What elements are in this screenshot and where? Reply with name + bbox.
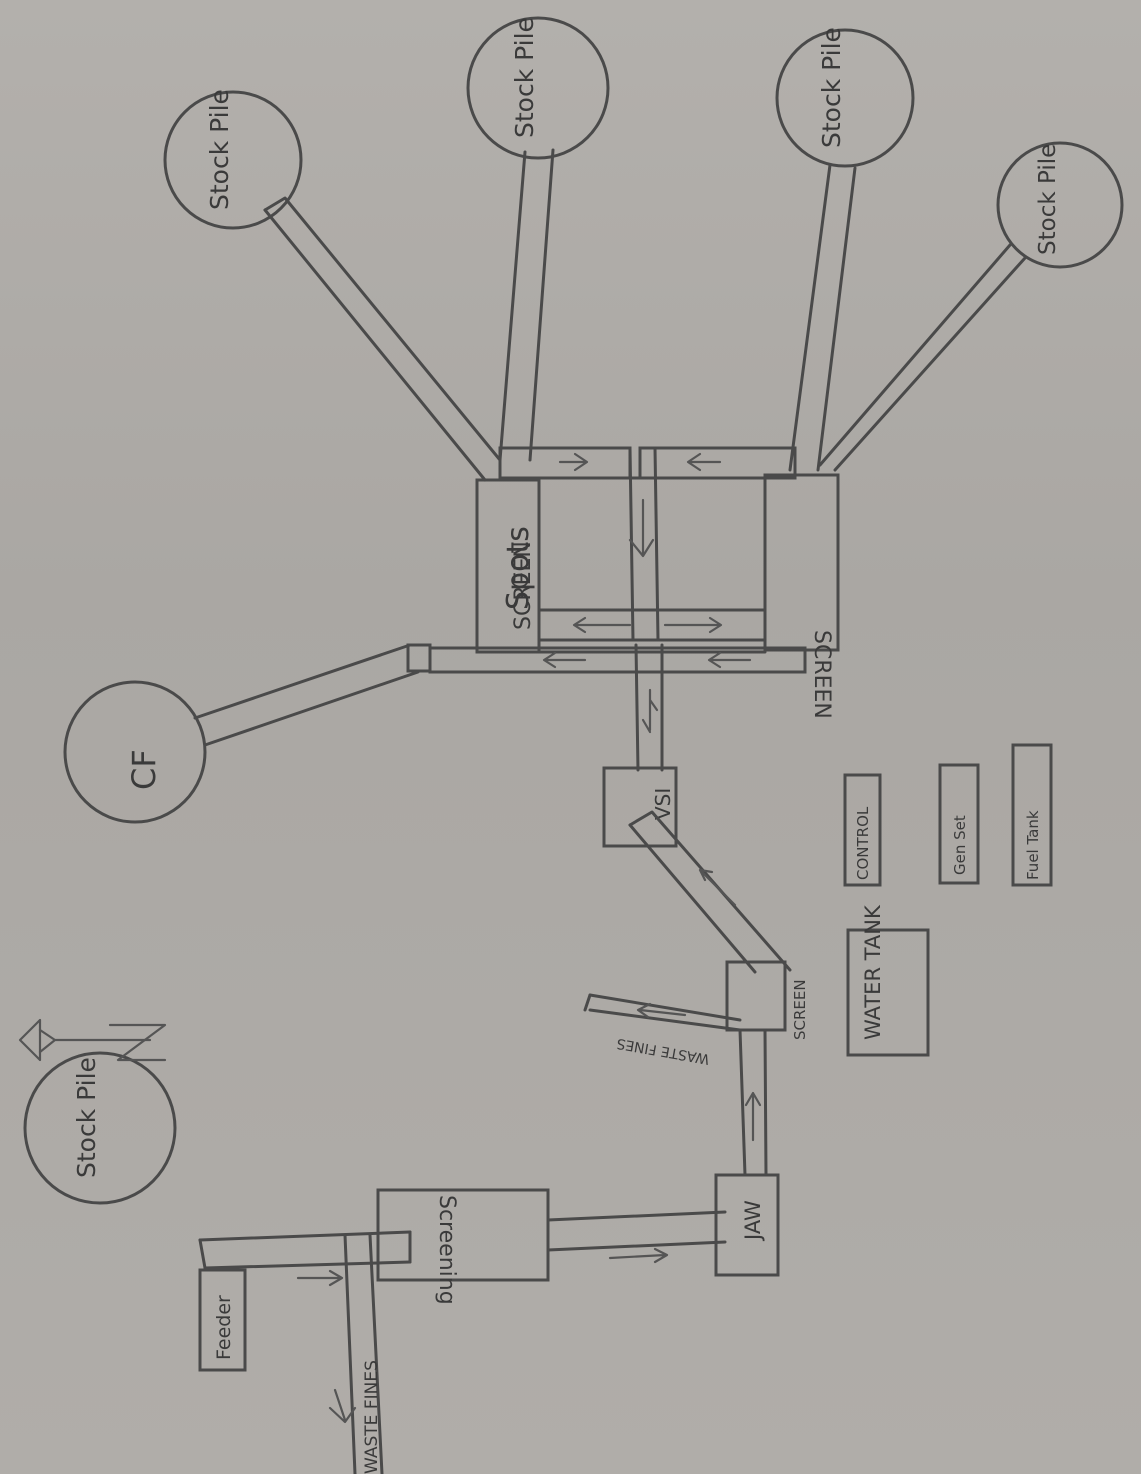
- cf-label: CF: [125, 749, 163, 790]
- water-tank-label: WATER TANK: [861, 904, 885, 1040]
- double-arrow-icon: [18, 1018, 167, 1062]
- screening-label: Screening: [434, 1195, 459, 1305]
- spots-label: Spots: [501, 526, 536, 610]
- small-screen-label: SCREEN: [791, 979, 809, 1040]
- screen-left-label: SCREEN: [511, 541, 536, 630]
- conveyor-to-stock-pile-2: [498, 148, 555, 462]
- conveyor-screen-to-vsi: [628, 810, 792, 974]
- conveyor-feeder-to-screening: [198, 1230, 412, 1287]
- main-screen-block: SCREEN SCREEN: [428, 446, 840, 719]
- control-room: CONTROL: [843, 773, 882, 887]
- stock-pile-3-label: Stock Pile: [817, 27, 846, 148]
- stock-pile-2: Stock Pile: [466, 16, 610, 160]
- conveyor-to-stock-pile-1: [263, 196, 502, 482]
- feeder-label: Feeder: [213, 1295, 235, 1360]
- jaw-crusher: JAW: [714, 1173, 780, 1277]
- conveyor-to-stock-pile-4: [818, 243, 1027, 472]
- waste-fines-upper-label: WASTE FINES: [615, 1035, 710, 1067]
- stock-pile-4-label: Stock Pile: [1035, 144, 1061, 255]
- fuel-tank: Fuel Tank: [1011, 743, 1053, 887]
- stock-pile-4: Stock Pile: [996, 141, 1124, 269]
- water-tank: WATER TANK: [846, 904, 930, 1057]
- small-screen: SCREEN: [725, 960, 809, 1040]
- waste-fines-lower-label: WASTE FINES: [362, 1360, 382, 1474]
- cf-unit: CF: [63, 680, 207, 824]
- feed-conveyor-to-screens: [634, 643, 664, 772]
- gen-set-label: Gen Set: [951, 815, 969, 875]
- conveyor-to-cf: [193, 643, 432, 747]
- conveyor-to-stock-pile-3: [788, 163, 857, 472]
- stock-pile-5: Stock Pile: [23, 1051, 177, 1205]
- stock-pile-2-label: Stock Pile: [510, 17, 539, 138]
- feeder: Feeder: [198, 1268, 247, 1372]
- stock-pile-3: Stock Pile: [775, 27, 915, 168]
- jaw-label: JAW: [741, 1200, 765, 1242]
- control-label: CONTROL: [854, 806, 872, 880]
- conveyor-screening-to-jaw: [546, 1210, 727, 1264]
- vsi-unit: VSI: [602, 766, 678, 848]
- conveyor-jaw-to-screen: [738, 1028, 768, 1177]
- stock-pile-1: Stock Pile: [163, 89, 303, 230]
- stock-pile-5-label: Stock Pile: [72, 1057, 101, 1178]
- fuel-tank-label: Fuel Tank: [1024, 810, 1042, 880]
- stock-pile-1-label: Stock Pile: [205, 89, 234, 210]
- waste-fines-chute-upper: WASTE FINES: [583, 993, 742, 1067]
- screen-right-label: SCREEN: [809, 630, 834, 719]
- waste-fines-chute-lower: WASTE FINES: [328, 1233, 384, 1474]
- gen-set: Gen Set: [938, 763, 980, 885]
- screening-unit: Screening: [376, 1188, 550, 1305]
